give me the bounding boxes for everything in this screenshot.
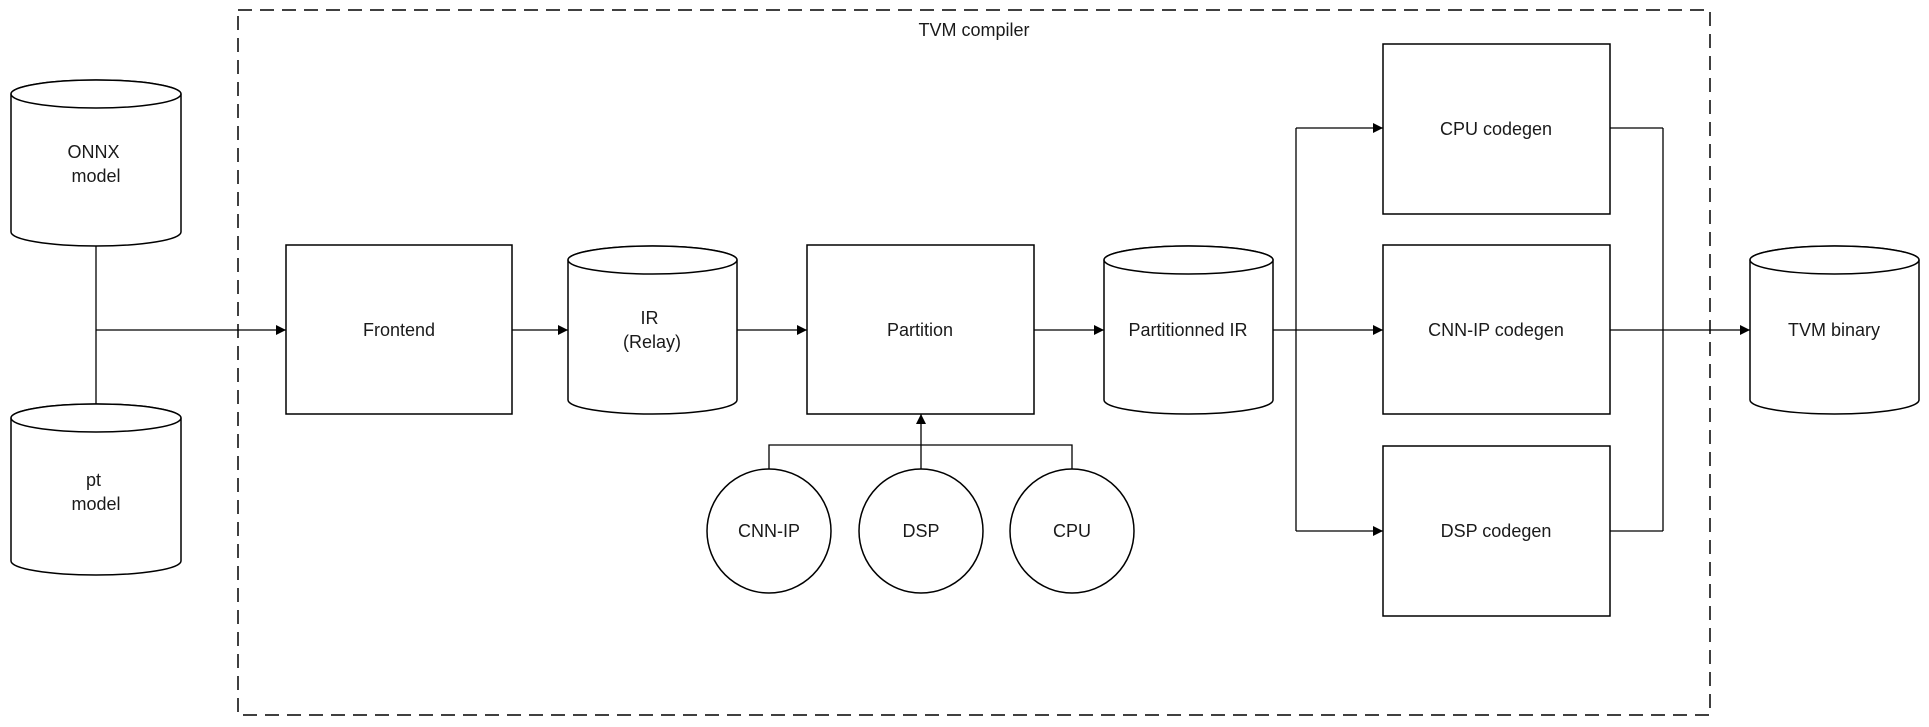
partitioned-ir-cylinder: Partitionned IR [1103,245,1274,415]
tvm-binary-cylinder: TVM binary [1749,245,1920,415]
partition-box: Partition [806,244,1035,415]
tvm-compiler-container [237,9,1711,716]
svg-text:pt model: pt model [71,470,120,514]
frontend-box: Frontend [285,244,513,415]
cpu-target-circle: CPU [1009,468,1135,594]
cnn-ip-target-label: CNN-IP [738,521,800,541]
cpu-codegen-box: CPU codegen [1382,43,1611,215]
ir-relay-label-line1: IR [640,308,658,328]
cpu-codegen-label: CPU codegen [1440,119,1552,139]
dsp-target-label: DSP [902,521,939,541]
cnn-ip-codegen-label: CNN-IP codegen [1428,320,1564,340]
frontend-label: Frontend [363,320,435,340]
ir-relay-label-line2: (Relay) [623,332,681,352]
tvm-compiler-label: TVM compiler [918,20,1029,40]
ir-relay-cylinder: IR (Relay) [567,245,738,415]
cnn-ip-target-circle: CNN-IP [706,468,832,594]
pt-model-label-line2: model [71,494,120,514]
dsp-codegen-label: DSP codegen [1441,521,1552,541]
dsp-codegen-box: DSP codegen [1382,445,1611,617]
onnx-model-cylinder: ONNX model [10,79,182,247]
onnx-model-label-line1: ONNX [67,142,119,162]
partitioned-ir-label: Partitionned IR [1128,320,1247,340]
svg-text:ONNX model: ONNX model [67,142,124,186]
pt-model-label-line1: pt [86,470,101,490]
dsp-target-circle: DSP [858,468,984,594]
cnn-ip-codegen-box: CNN-IP codegen [1382,244,1611,415]
svg-text:IR (Relay): IR (Relay) [623,308,681,352]
partition-label: Partition [887,320,953,340]
tvm-binary-label: TVM binary [1788,320,1880,340]
onnx-model-label-line2: model [71,166,120,186]
pt-model-cylinder: pt model [10,403,182,576]
connectors [95,123,1750,536]
cpu-target-label: CPU [1053,521,1091,541]
